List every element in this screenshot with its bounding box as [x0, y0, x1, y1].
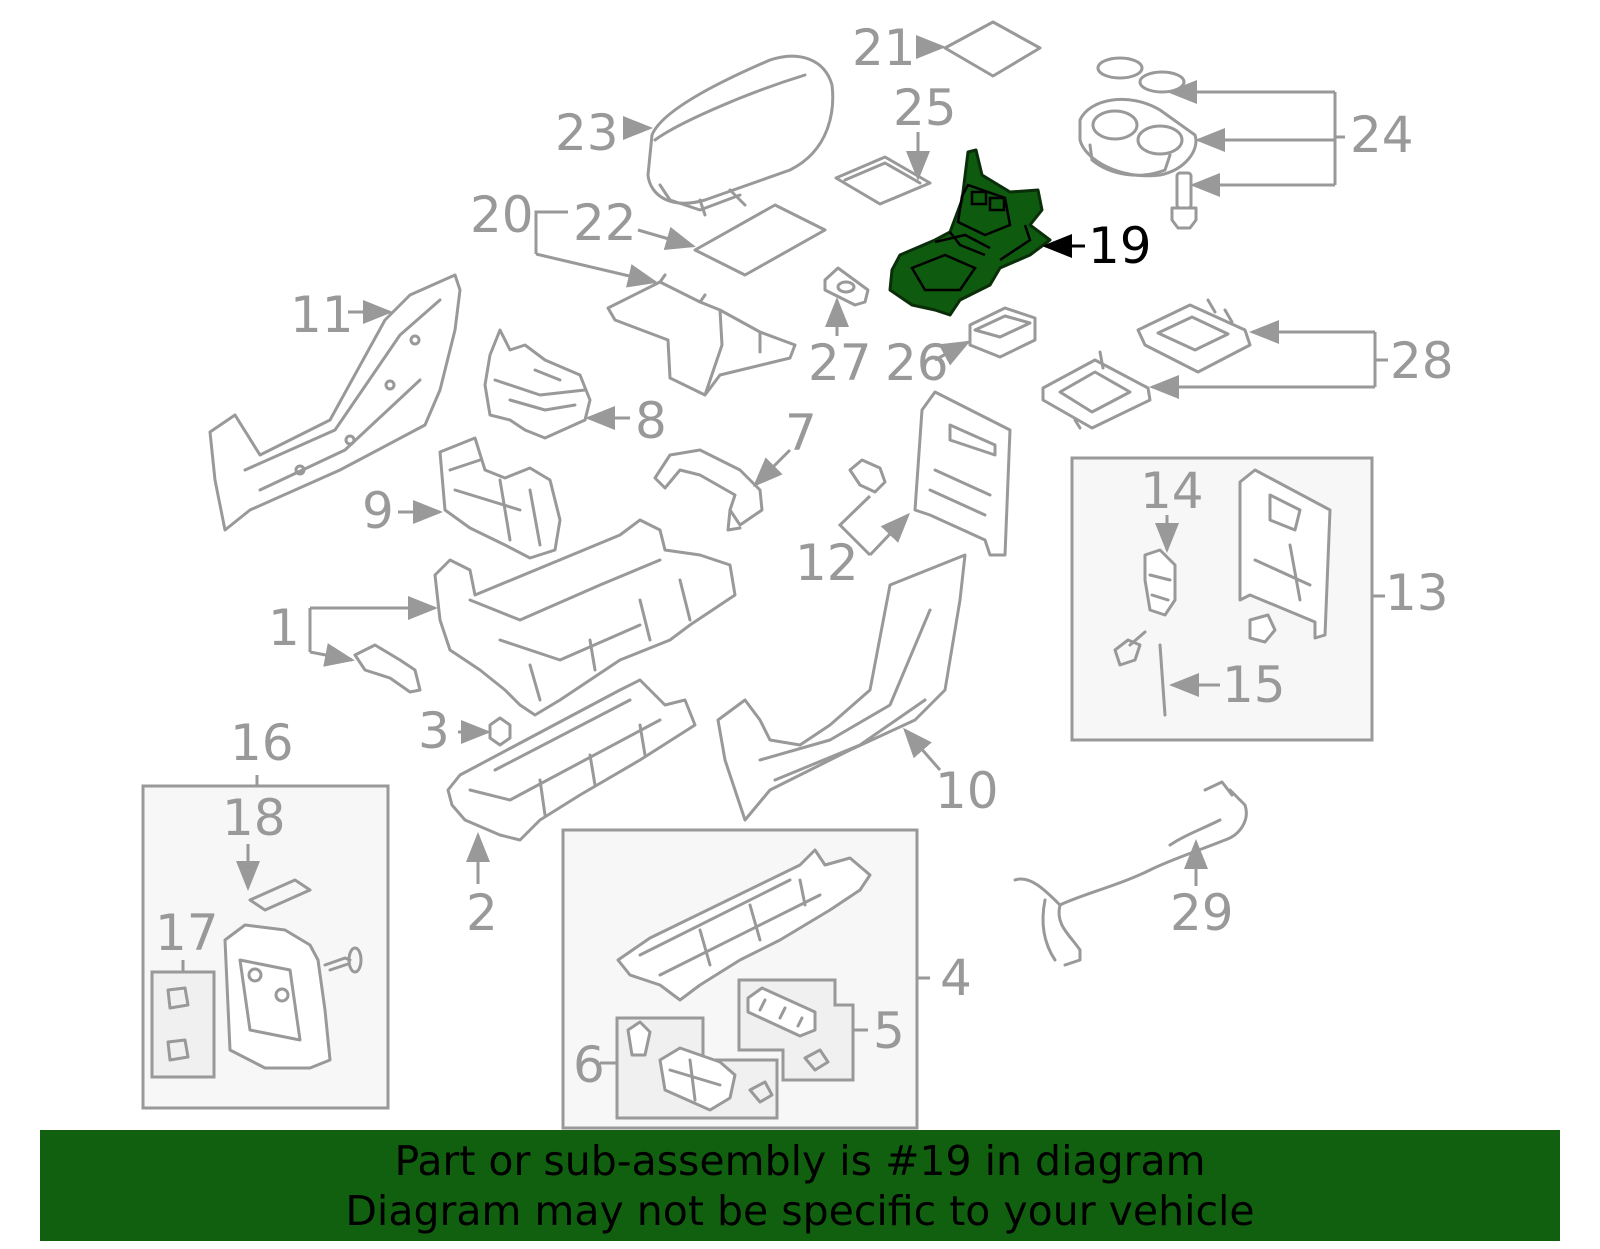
callout-8: 8 [635, 392, 667, 450]
part-10-side-panel-right [716, 553, 967, 822]
part-19-console-panel-highlighted [888, 148, 1085, 317]
callout-16: 16 [230, 714, 294, 772]
part-2-lower-frame [446, 678, 697, 884]
part-27-bezel [823, 266, 870, 336]
callout-14: 14 [1140, 462, 1204, 520]
part-4-group [616, 848, 930, 1002]
callout-28: 28 [1390, 332, 1454, 390]
callout-21: 21 [852, 19, 916, 77]
callout-11: 11 [290, 286, 354, 344]
callout-3: 3 [418, 702, 450, 760]
callout-18: 18 [222, 789, 286, 847]
callout-23: 23 [555, 104, 619, 162]
part-16-group [166, 775, 363, 1070]
part-12-clip [837, 458, 911, 557]
part-21-pad [916, 20, 1042, 78]
callout-17: 17 [155, 904, 219, 962]
part-12-side-trim [913, 390, 1012, 557]
callout-5: 5 [873, 1002, 905, 1060]
callout-29: 29 [1170, 884, 1234, 942]
part-5-group [746, 986, 868, 1072]
banner-line-1: Part or sub-assembly is #19 in diagram [394, 1136, 1206, 1185]
part-7-brace [653, 448, 792, 532]
part-29-harness [1013, 780, 1248, 967]
part-22-mat [637, 203, 827, 277]
callout-20: 20 [470, 186, 534, 244]
callout-25: 25 [893, 79, 957, 137]
part-20-bracket [534, 210, 797, 397]
callout-1: 1 [268, 599, 300, 657]
callout-4: 4 [940, 949, 972, 1007]
callout-13: 13 [1385, 564, 1449, 622]
callout-10: 10 [935, 762, 999, 820]
callout-12: 12 [795, 534, 859, 592]
callout-27: 27 [808, 334, 872, 392]
callout-19: 19 [1088, 217, 1152, 275]
part-8-bracket [483, 328, 630, 440]
part-25-liner [834, 132, 932, 206]
part-11-side-panel-left [208, 273, 462, 532]
part-13-group [1113, 468, 1385, 717]
part-28-trays [1041, 298, 1388, 430]
part-23-armrest [623, 54, 835, 217]
callout-15: 15 [1222, 656, 1286, 714]
part-9-bracket [398, 436, 562, 560]
callout-26: 26 [885, 334, 949, 392]
banner-line-2: Diagram may not be specific to your vehi… [345, 1186, 1255, 1235]
part-1-console-frame [308, 518, 737, 717]
info-banner: Part or sub-assembly is #19 in diagram D… [40, 1130, 1560, 1241]
callout-2: 2 [466, 884, 498, 942]
part-24-cupholder [1078, 56, 1345, 230]
callout-22: 22 [573, 194, 637, 252]
callout-24: 24 [1350, 106, 1414, 164]
part-26-switch [934, 306, 1037, 366]
part-3-nut [458, 716, 512, 747]
callout-9: 9 [362, 482, 394, 540]
part-6-group [600, 1020, 774, 1112]
callout-7: 7 [785, 404, 817, 462]
callout-6: 6 [573, 1036, 605, 1094]
